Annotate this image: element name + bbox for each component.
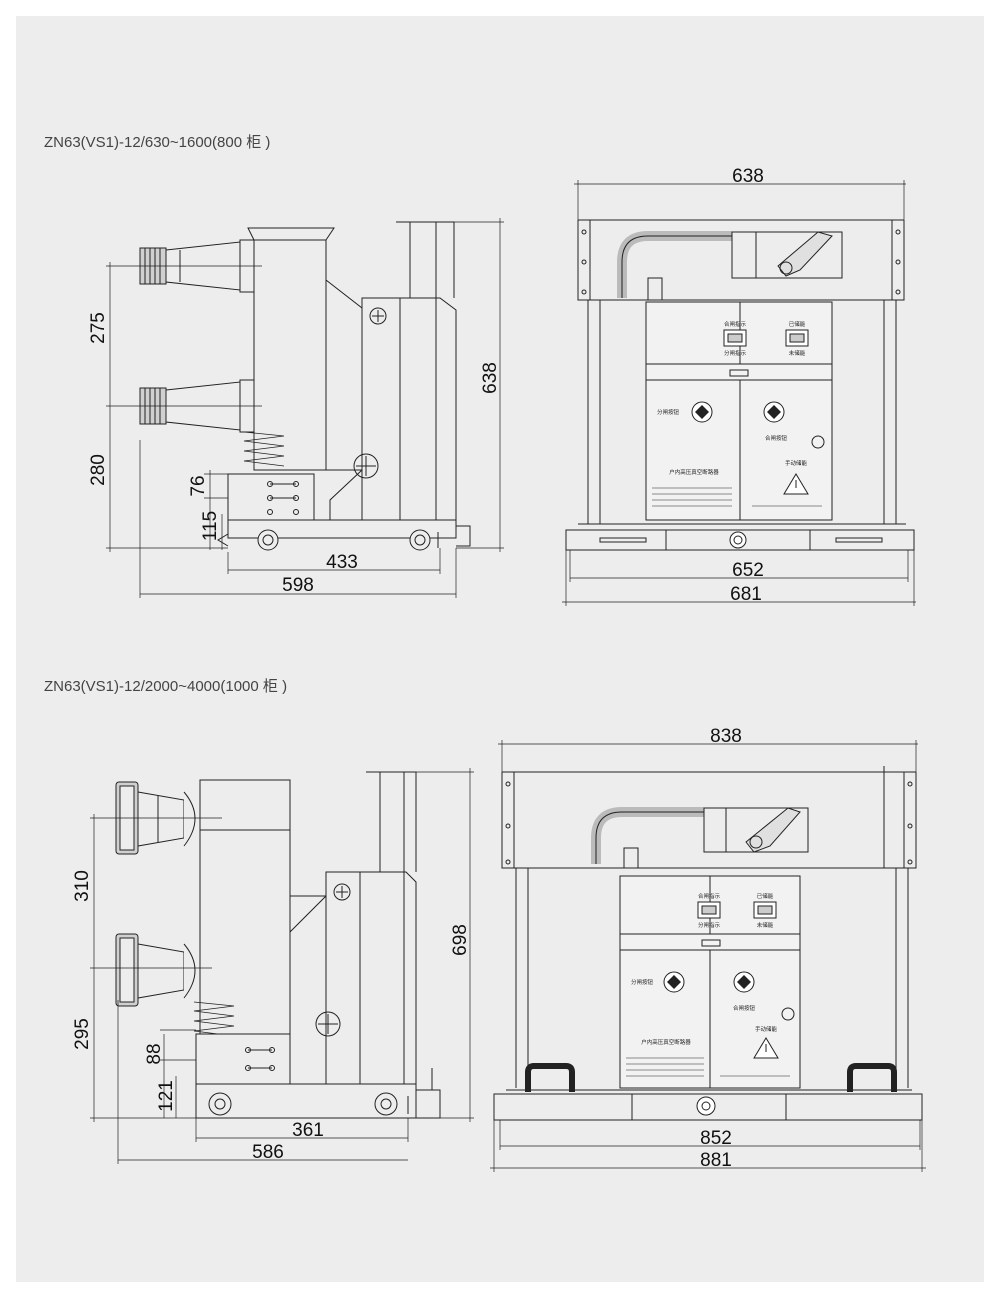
dim-label: 652 xyxy=(732,560,764,581)
dim-label: 838 xyxy=(710,726,742,747)
manual-charge-label: 手动储能 xyxy=(755,1025,778,1033)
dim-label: 638 xyxy=(480,362,501,394)
close-button-label: 合闸按钮 xyxy=(733,1004,756,1012)
dim-label: 295 xyxy=(72,1018,93,1050)
dim-label: 280 xyxy=(88,454,109,486)
mechanism-housing xyxy=(325,871,417,1085)
contact-spring xyxy=(243,431,285,467)
dim-label: 361 xyxy=(292,1120,324,1141)
left-handle xyxy=(525,1063,575,1092)
not-stored-label: 未储能 xyxy=(757,921,774,929)
dim-label: 598 xyxy=(282,575,314,596)
nameplate-label: 户内高压真空断路器 xyxy=(669,468,719,476)
close-indicator-label: 合闸指示 xyxy=(724,320,747,328)
dim-label: 586 xyxy=(252,1142,284,1163)
dim-label: 698 xyxy=(450,924,471,956)
front-view-1-dim-labels: 638 652 681 xyxy=(730,166,764,605)
dim-label: 115 xyxy=(200,511,221,541)
nameplate-label: 户内高压真空断路器 xyxy=(641,1038,691,1046)
lower-block xyxy=(227,473,315,521)
front-view-2: 合闸指示 分闸指示 已储能 未储能 分闸按钮 合闸按钮 手动储能 户内高压真空断… xyxy=(493,766,923,1121)
dim-label: 433 xyxy=(326,552,358,573)
side-view-1-dimensions xyxy=(106,218,504,598)
open-indicator-label: 分闸指示 xyxy=(724,349,747,357)
stored-label: 已储能 xyxy=(789,320,806,328)
front-view-2-dimensions xyxy=(490,740,926,1172)
not-stored-label: 未储能 xyxy=(789,349,806,357)
dim-label: 121 xyxy=(156,1080,177,1112)
drawing-2-caption: ZN63(VS1)-12/2000~4000(1000 柜 ) xyxy=(44,678,288,695)
front-view-1: 合闸指示 分闸指示 已储能 未储能 分闸按钮 合闸按钮 手动储能 户内高压真空断… xyxy=(565,219,915,551)
dim-label: 275 xyxy=(88,312,109,344)
side-view-2-dimensions xyxy=(90,768,474,1164)
dim-label: 852 xyxy=(700,1128,732,1149)
side-view-2 xyxy=(115,771,441,1119)
close-button-label: 合闸按钮 xyxy=(765,434,788,442)
dim-label: 310 xyxy=(72,870,93,902)
dim-label: 76 xyxy=(188,475,209,496)
close-indicator-label: 合闸指示 xyxy=(698,892,721,900)
contact-spring xyxy=(193,1001,235,1037)
truck-chassis xyxy=(227,519,457,539)
open-button-label: 分闸按钮 xyxy=(631,978,654,986)
dim-label: 638 xyxy=(732,166,764,187)
dim-label: 681 xyxy=(730,584,762,605)
manual-charge-label: 手动储能 xyxy=(785,459,808,467)
stored-label: 已储能 xyxy=(757,892,774,900)
open-indicator-label: 分闸指示 xyxy=(698,921,721,929)
front-view-1-dimensions xyxy=(562,180,916,606)
side-view-1-dim-labels: 275 280 76 115 638 433 598 xyxy=(88,312,501,596)
front-view-2-dim-labels: 838 852 881 xyxy=(700,726,742,1171)
mechanism-housing xyxy=(361,297,457,521)
dim-label: 881 xyxy=(700,1150,732,1171)
dim-label: 88 xyxy=(144,1043,165,1064)
side-view-2-dim-labels: 310 295 88 121 698 361 586 xyxy=(72,870,471,1163)
side-view-1 xyxy=(139,221,471,551)
open-button-label: 分闸按钮 xyxy=(657,408,680,416)
right-handle xyxy=(847,1063,897,1092)
insulating-pole xyxy=(199,779,291,1041)
drawing-1-caption: ZN63(VS1)-12/630~1600(800 柜 ) xyxy=(44,134,271,151)
pole-bracket xyxy=(325,278,363,471)
